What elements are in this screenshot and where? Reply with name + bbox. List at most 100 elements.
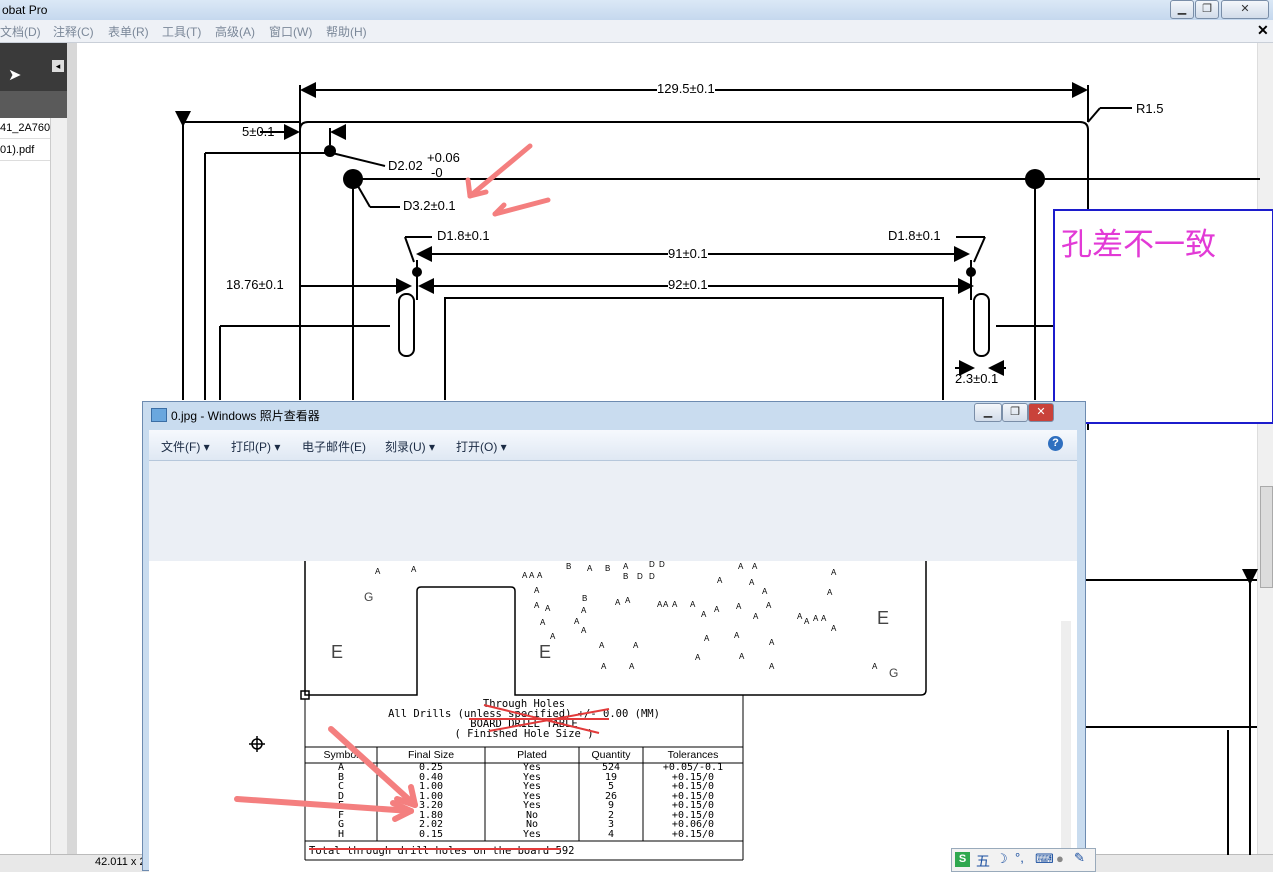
toolbar-open[interactable]: 打开(O) ▾ [456,440,507,454]
svg-text:A: A [629,662,635,671]
pv-scrollbar[interactable] [1061,621,1071,871]
svg-text:A: A [657,600,663,609]
svg-text:A: A [804,617,810,626]
pane-splitter[interactable] [67,43,77,855]
table-cell: Yes [522,790,542,802]
image-letter: E [539,642,551,662]
table-cell: 0.25 [418,762,444,773]
svg-text:A: A [831,568,837,577]
table-cell: 2.02 [418,819,444,830]
wrench-icon[interactable]: ✎ [1074,850,1085,865]
svg-text:A: A [831,624,837,633]
menu-document[interactable]: 文档(D) [0,25,41,39]
image-letter: E [877,608,889,628]
table-cell: Yes [522,800,542,811]
table-cell: Yes [522,771,542,783]
toolbar-email[interactable]: 电子邮件(E) [302,440,366,454]
table-cell: 3 [607,819,615,830]
ime-mode[interactable]: 五 [976,853,990,869]
table-cell: 1.00 [418,781,444,792]
table-cell: +0.15/0 [671,771,715,783]
punctuation-icon[interactable]: °, [1015,850,1024,865]
dim-span91: 91±0.1 [668,246,708,261]
navigation-pane-header: ➤ ◂ [0,43,67,91]
svg-text:A: A [534,586,540,595]
svg-text:A: A [690,600,696,609]
svg-text:D: D [649,572,655,581]
dim-d202: D2.02 [388,158,423,173]
svg-text:A: A [581,606,587,615]
doc-close-icon[interactable]: ✕ [1257,22,1269,38]
svg-text:A: A [545,604,551,613]
user-icon[interactable]: ● [1056,851,1064,866]
pv-maximize-button[interactable]: ❐ [1002,403,1028,422]
svg-text:A: A [769,662,775,671]
svg-text:B: B [566,562,571,571]
keyboard-icon[interactable]: ⌨ [1035,851,1054,866]
minimize-button[interactable]: ▁ [1170,0,1194,19]
photo-app-icon [151,408,167,422]
pv-close-button[interactable]: ✕ [1028,403,1054,422]
toolbar-print[interactable]: 打印(P) ▾ [231,440,281,454]
table-cell: 5 [607,781,615,792]
menu-comments[interactable]: 注释(C) [53,25,94,39]
menu-window[interactable]: 窗口(W) [269,25,313,39]
close-button[interactable]: ✕ [1221,0,1269,19]
svg-text:B: B [582,594,587,603]
photo-viewer-toolbar: 文件(F) ▾ 打印(P) ▾ 电子邮件(E) 刻录(U) ▾ 打开(O) ▾ … [149,430,1077,461]
svg-text:A: A [550,632,556,641]
svg-text:A: A [753,612,759,621]
svg-text:A: A [739,652,745,661]
dim-slot: 2.3±0.1 [955,371,999,386]
svg-text:A: A [813,614,819,623]
collapse-pane-icon[interactable]: ◂ [52,60,64,72]
maximize-button[interactable]: ❐ [1195,0,1219,19]
table-cell: 3.20 [418,800,444,811]
svg-text:A: A [797,612,803,621]
attachment-list: 41_2A760 01).pdf [0,118,50,858]
table-cell: H [337,828,345,840]
cursor-arrow-icon: ➤ [8,67,22,84]
table-cell: +0.15/0 [671,800,715,811]
table-header-row: Symbol Final Size Plated Quantity Tolera… [323,749,719,761]
list-item[interactable]: 41_2A760 [0,118,50,139]
svg-text:A: A [375,567,381,576]
table-cell: +0.15/0 [671,781,715,792]
list-item[interactable]: 01).pdf [0,140,50,161]
svg-text:A: A [752,562,758,571]
svg-text:A: A [766,601,772,610]
svg-text:A: A [762,587,768,596]
note-box[interactable]: 孔差不一致 [1053,209,1273,424]
table-cell: +0.15/0 [671,809,715,821]
table-cell: No [525,819,539,830]
sogou-icon[interactable]: S [955,852,970,867]
svg-text:A: A [540,618,546,627]
table-cell: 4 [607,828,615,840]
menu-forms[interactable]: 表单(R) [108,25,149,39]
help-icon[interactable]: ? [1048,436,1063,451]
toolbar-file[interactable]: 文件(F) ▾ [161,440,210,454]
menu-advanced[interactable]: 高级(A) [215,25,255,39]
pv-minimize-button[interactable]: ▁ [974,403,1002,422]
table-cell: 0.40 [418,771,444,783]
menu-tools[interactable]: 工具(T) [162,25,202,39]
dim-span92: 92±0.1 [668,277,708,292]
menu-help[interactable]: 帮助(H) [326,25,367,39]
svg-text:A: A [522,571,528,580]
moon-icon[interactable]: ☽ [996,851,1008,866]
table-cell: 0.15 [418,828,444,840]
dim-d202-tol-plus: +0.06 [427,150,460,165]
table-cell: 9 [607,800,615,811]
drill-table: Symbol Final Size Plated Quantity Tolera… [305,747,743,839]
left-scrollbar[interactable] [50,118,67,858]
svg-text:A: A [701,610,707,619]
svg-text:A: A [581,626,587,635]
table-cell: 26 [604,790,618,802]
svg-text:A: A [714,605,720,614]
toolbar-burn[interactable]: 刻录(U) ▾ [385,440,436,454]
